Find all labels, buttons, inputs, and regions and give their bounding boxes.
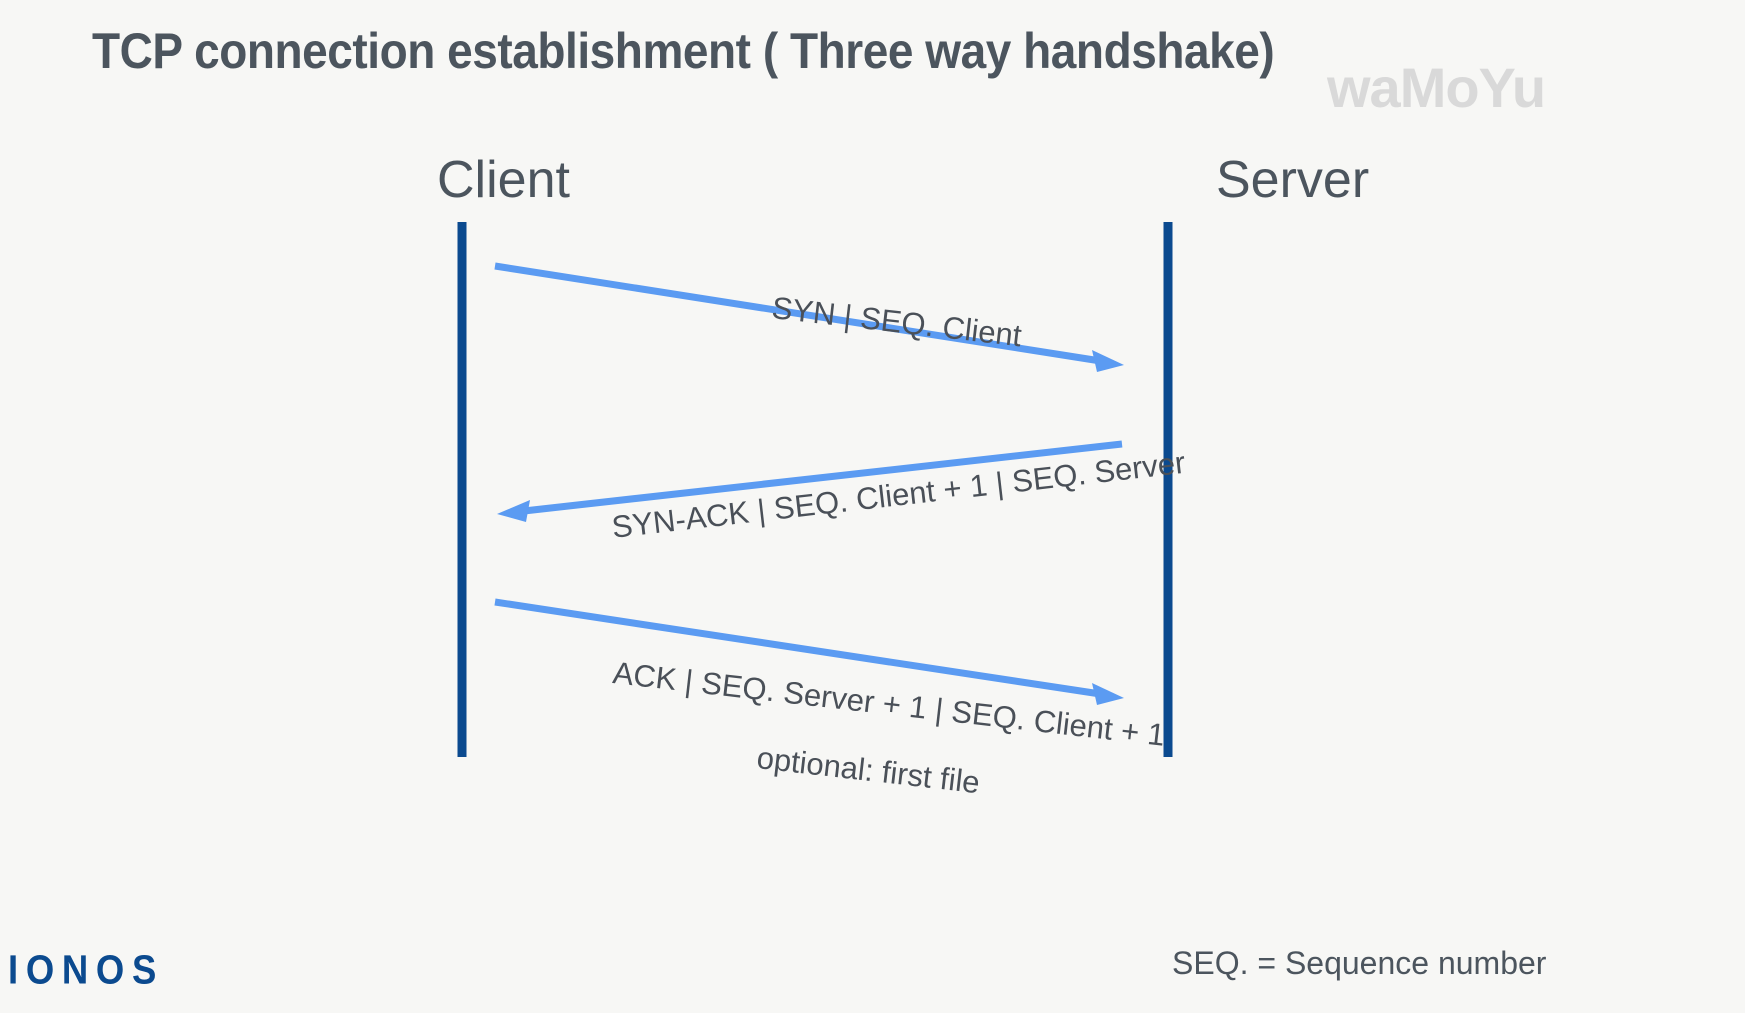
legend-seq-definition: SEQ. = Sequence number [1172, 945, 1547, 981]
message-arrow-ack [494, 598, 1124, 705]
ionos-logo: IONOS [8, 948, 164, 994]
message-arrow-syn [494, 262, 1124, 372]
page-title: TCP connection establishment ( Three way… [92, 23, 1275, 79]
participant-label-server: Server [1216, 151, 1370, 209]
message-arrow-syn-ack [497, 440, 1123, 522]
watermark-text: waMoYu [1327, 56, 1546, 119]
participant-label-client: Client [437, 151, 570, 209]
